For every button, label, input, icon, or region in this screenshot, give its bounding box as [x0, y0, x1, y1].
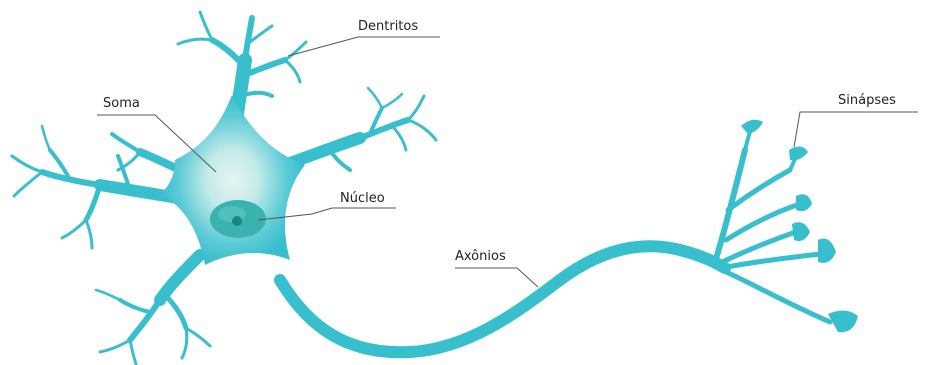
dendrite-bottom-left: [96, 255, 210, 364]
leader-line-sinapses: [794, 112, 918, 147]
synaptic-knobs: [741, 120, 858, 332]
synapse-knob: [789, 146, 808, 160]
leader-line-dentritos: [288, 37, 440, 56]
dendrite-left: [12, 126, 190, 248]
label-axon: Axônios: [455, 249, 506, 265]
dendrite-upper-right: [270, 88, 436, 170]
label-soma: Soma: [103, 96, 140, 112]
synapse-knob: [792, 222, 810, 241]
neuron: [12, 12, 830, 364]
label-nucleus: Núcleo: [340, 191, 385, 207]
synapse-knob: [818, 239, 836, 263]
nucleolus: [232, 216, 242, 226]
synapse-knob: [796, 194, 812, 211]
soma: [160, 95, 305, 265]
synapse-knob: [741, 120, 763, 134]
leader-line-axonios: [455, 268, 538, 287]
nucleus-highlight: [218, 206, 246, 222]
synapse-knob: [828, 310, 858, 332]
label-dendrites: Dentritos: [358, 19, 418, 35]
axon-terminals: [715, 126, 830, 322]
label-synapses: Sinápses: [838, 93, 896, 109]
